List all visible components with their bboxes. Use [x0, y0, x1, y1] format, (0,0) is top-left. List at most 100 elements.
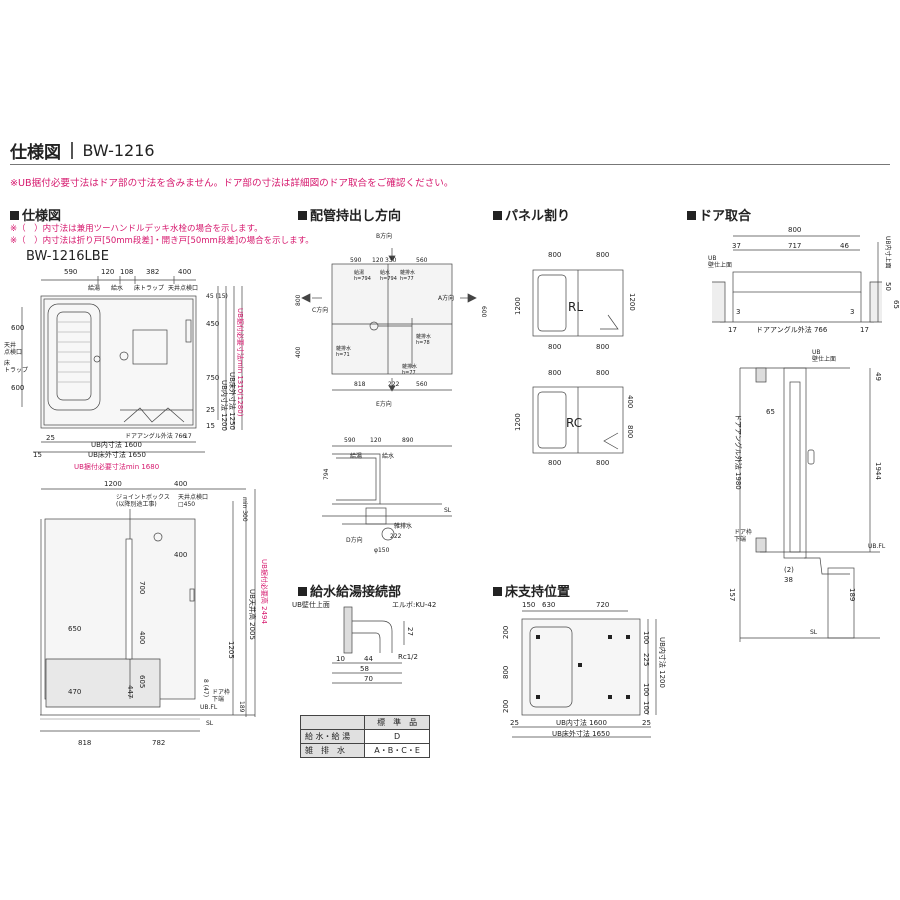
supply-wall: UB壁仕上面	[292, 600, 330, 609]
panel-rc-drawing: 800 800 1200 400 800 800 800 RC	[514, 369, 634, 467]
door-angle-h: ドアアングル外法 1980	[734, 414, 743, 490]
section-piping: 配管持出し方向	[298, 205, 401, 224]
spec-table-row-label: 雑 排 水	[299, 743, 366, 758]
door-17b: 17	[860, 326, 869, 334]
plan-label-trap: 床トラップ	[4, 359, 28, 374]
section-supply: 給水給湯接続部	[298, 581, 401, 600]
floor-drawing: 150 630 720 200 800 200 100 225 100 100 …	[502, 601, 667, 738]
floor-right-100b: 100	[642, 683, 650, 696]
elev-ceiling-sq: 天井点検口□450	[178, 493, 208, 508]
elev-447: 447	[126, 685, 134, 698]
sec-150: φ150	[374, 547, 390, 554]
panel-rc-label: RC	[566, 416, 582, 430]
spec-table-corner	[299, 715, 366, 730]
plan-right-dim-3: 750	[206, 374, 219, 382]
plan-ub-inner-h: UB内寸法 1200	[220, 380, 229, 431]
floor-25b: 25	[642, 719, 651, 727]
sec-sl: SL	[444, 507, 452, 514]
door-3: 3	[736, 308, 740, 316]
plan-dim-590: 590	[64, 268, 77, 276]
pipe-800: 800	[295, 294, 302, 306]
supply-44: 44	[364, 655, 373, 663]
panel-rl-top-0: 800	[548, 251, 561, 259]
sec-222: 222	[390, 533, 402, 540]
section-panel: パネル割り	[493, 205, 570, 224]
floor-right-100c: 100	[642, 701, 650, 714]
plan-ub-min-h: UB据付必要寸法min 1310(1280)	[236, 308, 245, 417]
panel-rl-bottom-0: 800	[548, 343, 561, 351]
elev-top-400: 400	[174, 480, 187, 488]
spec-note-2: ※（ ）内寸法は折り戸[50mm段差]・開き戸[50mm段差]の場合を示します。	[10, 236, 314, 246]
floor-ub-inner-h: UB内寸法 1200	[658, 637, 667, 688]
door-2: (2)	[784, 566, 794, 574]
door-50: 50	[884, 282, 892, 291]
section-spec: 仕様図	[10, 205, 61, 224]
door-38: 38	[784, 576, 793, 584]
plan-label-drain: 床トラップ	[134, 284, 164, 292]
elev-bottom-782: 782	[152, 739, 165, 747]
panel-rc-left: 1200	[514, 413, 522, 431]
panel-rl-top-1: 800	[596, 251, 609, 259]
floor-ub-inner-w: UB内寸法 1600	[556, 718, 607, 727]
plan-left-dim-0: 600	[11, 324, 24, 332]
elev-400b: 400	[138, 631, 146, 644]
panel-rl-drawing: 800 800 1200 1200 800 800 RL	[514, 251, 636, 351]
panel-rc-top-1: 800	[596, 369, 609, 377]
spec-table-row-label: 給 水・給 湯	[299, 729, 366, 744]
plan-door-17: 17	[184, 433, 192, 440]
supply-rc: Rc1/2	[398, 653, 418, 661]
elev-min300: min 300	[241, 497, 248, 522]
floor-left-800: 800	[502, 666, 510, 679]
plan-right-dim-1: 450	[206, 320, 219, 328]
pipe-top-590: 590	[350, 257, 362, 264]
pipe-400: 400	[295, 346, 302, 358]
door-49: 49	[874, 372, 882, 381]
plan-ub-outer-h: UB床外寸法 1250	[228, 372, 237, 430]
spec-table-row-value: A・B・C・E	[364, 743, 430, 758]
sec-kyuto: 給湯	[350, 452, 362, 460]
floor-left-200: 200	[502, 626, 510, 639]
supply-10: 10	[336, 655, 345, 663]
plan-dim-15: 15	[33, 451, 42, 459]
pipe-bottom-818: 818	[354, 381, 366, 388]
elev-ubfl: UB.FL	[200, 704, 218, 711]
spec-table-row-value: D	[364, 729, 430, 744]
sec-top-590: 590	[344, 437, 356, 444]
plan-label-ceiling: 天井点検口	[168, 284, 198, 292]
elev-605: 605	[138, 675, 146, 688]
plan-ub-min-w: UB据付必要寸法min 1680	[74, 462, 159, 471]
elev-min-h: UB据付必要高 2494	[260, 559, 269, 625]
door-angle: ドアアングル外法 766	[756, 325, 828, 334]
pipe-600: 600	[480, 306, 487, 318]
piping-section-drawing: 590 120 890 給湯 給水 794 雑排水 222 φ150 SL D方…	[322, 437, 452, 554]
pipe-c-dir: C方向	[312, 306, 328, 314]
plan-right-dim-4: 25	[206, 406, 215, 414]
elev-junction: ジョイントボックス(以降別途工事)	[116, 493, 170, 508]
panel-rl-bottom-1: 800	[596, 343, 609, 351]
floor-left-200b: 200	[502, 700, 510, 713]
elev-top-1200: 1200	[104, 480, 122, 488]
elev-650: 650	[68, 625, 81, 633]
elev-sl: SL	[206, 720, 214, 727]
elev-8: 8 (47)	[202, 679, 209, 697]
plan-dim-382: 382	[146, 268, 159, 276]
plan-drawing: 590 120 108 382 400 給湯 給水 床トラップ 天井点検口 天井…	[4, 268, 245, 471]
supply-58: 58	[360, 665, 369, 673]
sec-top-120: 120	[370, 437, 382, 444]
sec-d-dir: D方向	[346, 536, 363, 544]
supply-27: 27	[406, 627, 414, 636]
floor-top-150: 150	[522, 601, 535, 609]
plan-label-water: 給水	[111, 284, 123, 292]
floor-ub-outer-w: UB床外寸法 1650	[552, 729, 610, 738]
header-rule	[10, 164, 890, 165]
pipe-bottom-222: 222	[388, 381, 400, 388]
floor-top-720: 720	[596, 601, 609, 609]
door-ub-top: UB内寸上面	[884, 236, 892, 269]
